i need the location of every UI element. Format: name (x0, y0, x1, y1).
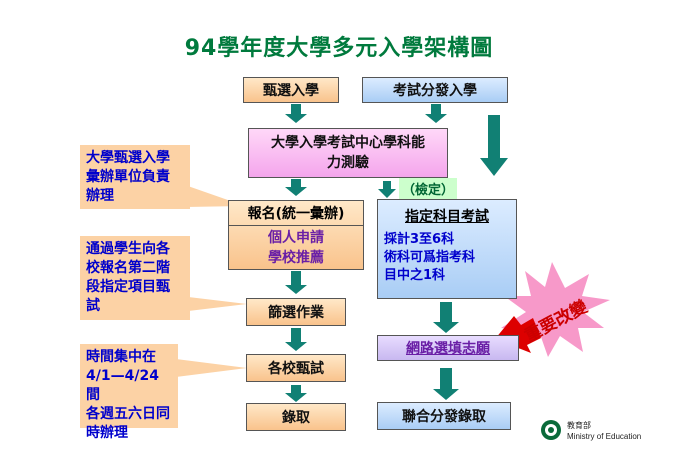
logo-org-en: Ministry of Education (567, 432, 642, 441)
selection-admission-box: 甄選入學 (243, 77, 339, 103)
specified-exam-box: 指定科目考試 採計3至6科 術科可爲指考科 目中之1科 (377, 199, 517, 299)
register-item-school: 學校推薦 (268, 250, 324, 266)
note-second-stage: 通過學生向各 校報名第二階 段指定項目甄 試 (80, 236, 190, 320)
logo-org-cn: 教育部 (567, 421, 591, 430)
specified-exam-line-2: 術科可爲指考科 (384, 250, 476, 265)
note-2-line-3: 段指定項目甄 (86, 279, 170, 295)
note-3-line-2: 4/1—4/24間 (86, 368, 159, 403)
check-tag: （檢定） (399, 178, 458, 199)
arrow-down-icon (480, 115, 508, 176)
arrow-down-icon (285, 104, 307, 123)
moe-emblem-icon (541, 420, 561, 440)
diagram-title: 94學年度大學多元入學架構圖 (184, 36, 494, 61)
selection-admission-label: 甄選入學 (263, 83, 319, 99)
specified-exam-line-1: 採計3至6科 (384, 232, 455, 247)
note-schedule: 時間集中在 4/1—4/24間 各週五六日同 時辦理 (80, 344, 178, 441)
gsat-line-2: 力測驗 (327, 155, 369, 171)
joint-distribution-label: 聯合分發錄取 (402, 409, 486, 425)
arrow-down-icon (285, 179, 307, 196)
arrow-down-icon (425, 104, 447, 123)
gsat-line-1: 大學入學考試中心學科能 (271, 135, 425, 151)
note-2-line-4: 試 (86, 298, 100, 314)
note-3-line-1: 時間集中在 (86, 349, 156, 365)
register-item-personal: 個人申請 (268, 230, 324, 246)
note-pointer-3 (168, 358, 247, 378)
note-2-line-1: 通過學生向各 (86, 241, 170, 257)
online-choice-box: 網路選填志願 (377, 335, 519, 361)
admit-box: 錄取 (246, 403, 346, 431)
specified-exam-header: 指定科目考試 (405, 209, 489, 225)
gsat-box: 大學入學考試中心學科能 力測驗 (248, 128, 448, 178)
note-1-line-3: 辦理 (86, 188, 114, 204)
online-choice-label: 網路選填志願 (406, 341, 490, 357)
note-pointer-2 (180, 296, 247, 312)
school-exam-label: 各校甄試 (268, 361, 324, 377)
note-3-line-4: 時辦理 (86, 425, 128, 441)
arrow-down-icon (433, 368, 459, 400)
arrow-down-icon (285, 328, 307, 351)
register-header: 報名(統一彙辦) (229, 201, 363, 226)
note-selection-unit: 大學甄選入學 彙辦單位負責 辦理 (80, 145, 190, 209)
screening-label: 篩選作業 (268, 305, 324, 321)
note-1-line-1: 大學甄選入學 (86, 150, 170, 166)
exam-distribution-label: 考試分發入學 (393, 83, 477, 99)
red-arrow-icon (495, 316, 541, 353)
specified-exam-line-3: 目中之1科 (384, 268, 446, 283)
school-exam-box: 各校甄試 (246, 354, 346, 382)
register-box: 報名(統一彙辦) 個人申請 學校推薦 (228, 200, 364, 270)
moe-logo: 教育部 Ministry of Education (540, 417, 670, 447)
exam-distribution-box: 考試分發入學 (362, 77, 508, 103)
note-3-line-3: 各週五六日同 (86, 406, 170, 422)
arrow-down-icon (378, 181, 396, 198)
arrow-down-icon (285, 385, 307, 402)
arrow-down-icon (285, 271, 307, 294)
admit-label: 錄取 (282, 410, 310, 426)
screening-box: 篩選作業 (246, 298, 346, 326)
note-2-line-2: 校報名第二階 (86, 260, 170, 276)
joint-distribution-box: 聯合分發錄取 (377, 402, 511, 430)
note-1-line-2: 彙辦單位負責 (86, 169, 170, 185)
arrow-down-icon (433, 302, 459, 333)
